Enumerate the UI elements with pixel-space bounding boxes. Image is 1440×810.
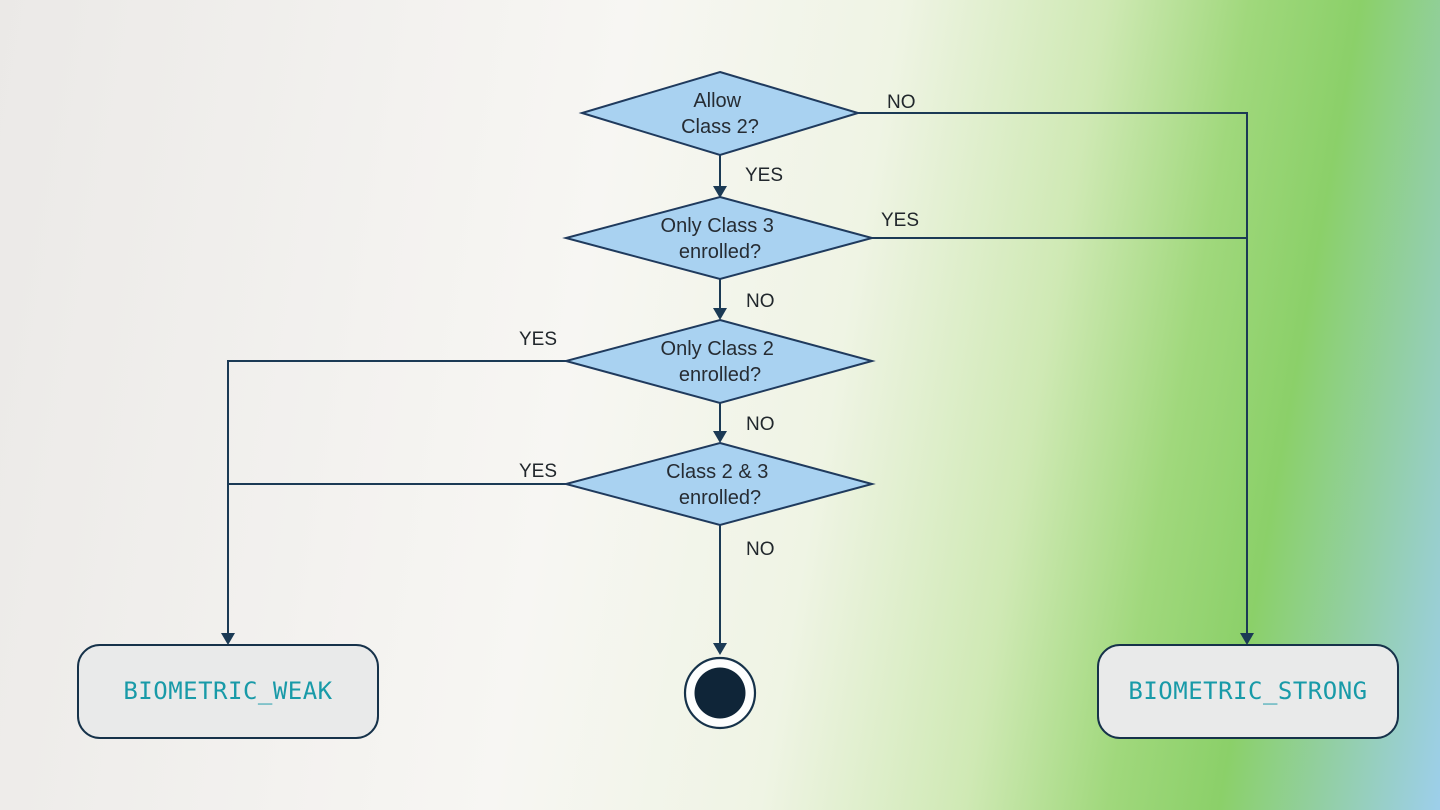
arrowhead-into-only-class2: [713, 308, 727, 320]
arrowhead-into-end-node: [713, 643, 727, 655]
arrowhead-into-biometric-strong: [1240, 633, 1254, 645]
terminal-biometric-strong: [1097, 644, 1399, 739]
edge-label-no-only-class3: NO: [746, 291, 775, 312]
terminal-label-biometric-strong: BIOMETRIC_STRONG: [1128, 677, 1367, 705]
end-state-inner-circle: [694, 667, 746, 719]
decision-label-allow-class-2: Allow Class 2?: [681, 90, 759, 138]
decision-class-2-and-3-enrolled: [562, 441, 876, 527]
edge-label-no-allow-class2: NO: [887, 92, 916, 113]
arrowhead-into-only-class3: [713, 186, 727, 198]
edge-label-no-only-class2: NO: [746, 414, 775, 435]
terminal-label-biometric-weak: BIOMETRIC_WEAK: [123, 677, 332, 705]
edge-label-yes-class2and3: YES: [519, 461, 557, 482]
decision-allow-class-2: [578, 70, 862, 157]
decision-only-class-3-enrolled: [562, 195, 876, 281]
arrowhead-into-biometric-weak: [221, 633, 235, 645]
decision-label-only-class-3-enrolled: Only Class 3 enrolled?: [661, 215, 780, 263]
terminal-biometric-weak: [77, 644, 379, 739]
edge-label-yes-only-class3: YES: [881, 210, 919, 231]
decision-label-class-2-and-3-enrolled: Class 2 & 3 enrolled?: [666, 461, 774, 509]
edge-allow-class2-no: [858, 112, 1248, 634]
decision-label-only-class-2-enrolled: Only Class 2 enrolled?: [661, 338, 780, 386]
decision-only-class-2-enrolled: [562, 318, 876, 405]
edge-label-yes-allow-class2: YES: [745, 165, 783, 186]
arrowhead-into-class2and3: [713, 431, 727, 443]
edge-label-no-class2and3: NO: [746, 539, 775, 560]
edge-only-class2-yes: [227, 360, 566, 634]
edge-label-yes-only-class2: YES: [519, 329, 557, 350]
